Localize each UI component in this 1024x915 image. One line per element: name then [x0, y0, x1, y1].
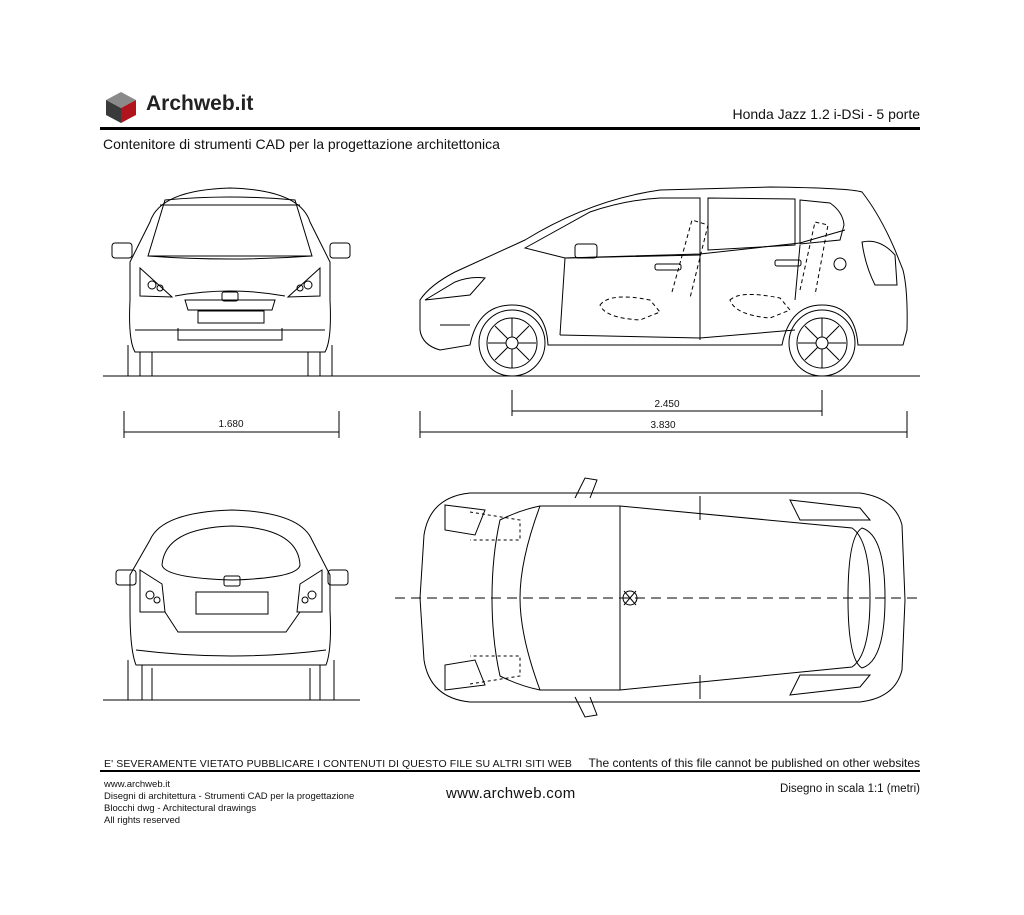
- footer-line-blocks: Blocchi dwg - Architectural drawings: [104, 803, 257, 814]
- footer-line-drawings: Disegni di architettura - Strumenti CAD …: [104, 791, 355, 802]
- warning-english: The contents of this file cannot be publ…: [588, 756, 920, 770]
- dimension-lines: [123, 390, 908, 438]
- footer-line-site: www.archweb.it: [104, 779, 170, 790]
- warning-italian: E' SEVERAMENTE VIETATO PUBBLICARE I CONT…: [104, 758, 572, 770]
- dim-length: 3.830: [650, 420, 675, 431]
- front-view: [111, 187, 351, 377]
- archweb-logo-icon: [104, 90, 138, 124]
- drawing-title: Honda Jazz 1.2 i-DSi - 5 porte: [732, 106, 920, 122]
- drawing-scale: Disegno in scala 1:1 (metri): [780, 783, 920, 795]
- footer-website: www.archweb.com: [446, 785, 576, 802]
- footer-line-rights: All rights reserved: [104, 815, 181, 826]
- side-view: [419, 186, 908, 377]
- dim-wheelbase: 2.450: [654, 399, 679, 410]
- brand-name: Archweb.it: [146, 92, 254, 115]
- top-view: [395, 477, 920, 718]
- dim-front-width: 1.680: [218, 419, 243, 430]
- footer-rule: [100, 770, 920, 772]
- subtitle: Contenitore di strumenti CAD per la prog…: [103, 136, 500, 152]
- rear-view: [103, 509, 360, 701]
- header-rule: [100, 127, 920, 130]
